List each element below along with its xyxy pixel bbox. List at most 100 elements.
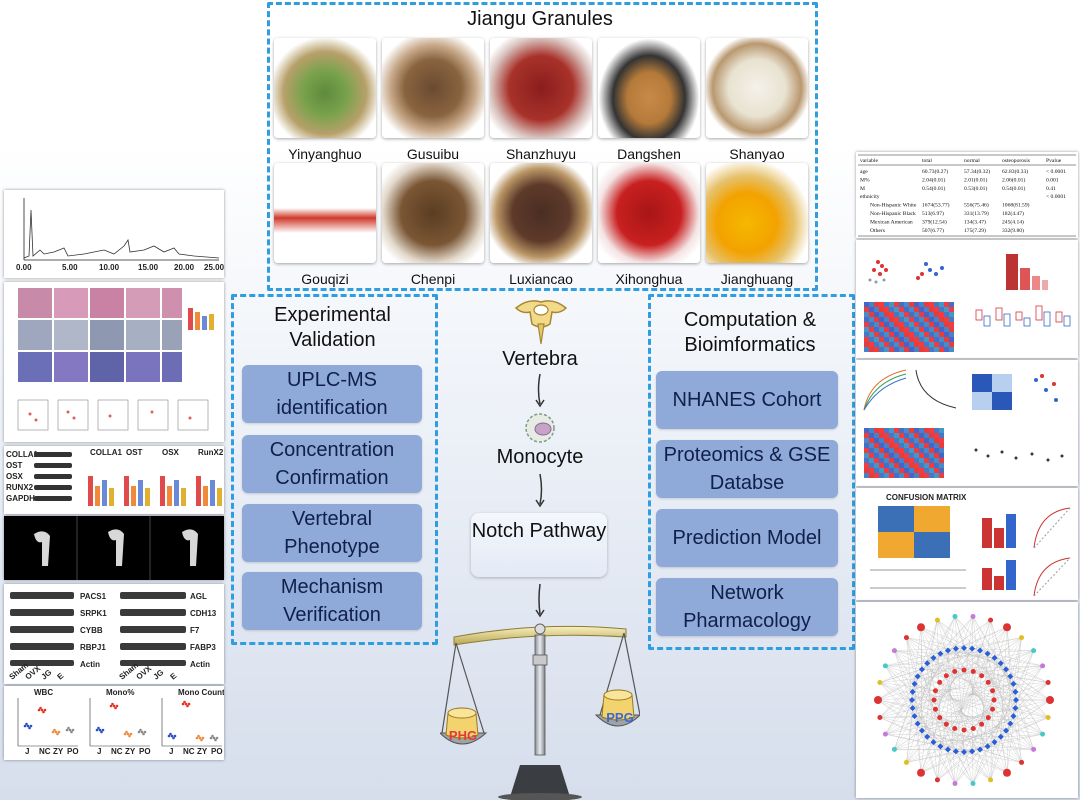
herb-image-xihonghua <box>598 163 700 263</box>
blood-point <box>142 732 145 736</box>
blood-point <box>128 734 131 738</box>
herb-label-chenpi: Chenpi <box>410 271 456 287</box>
table-cell: 513(6.97) <box>922 210 944 217</box>
network-node <box>970 668 976 674</box>
blood-point <box>70 730 73 734</box>
blood-point <box>57 730 61 734</box>
proteomics-panel <box>856 240 1078 358</box>
network-node <box>984 743 991 750</box>
wb2-label-right: AGL <box>190 592 207 601</box>
network-node <box>1045 680 1051 686</box>
blood-point <box>42 710 45 714</box>
network-node <box>891 648 897 654</box>
network-node <box>970 781 976 787</box>
monocyte-icon <box>525 413 555 443</box>
blood-point <box>169 732 172 736</box>
blood-point <box>167 734 171 738</box>
table-cell: 0.53(0.01) <box>964 185 987 192</box>
network-node <box>1045 714 1051 720</box>
network-node <box>990 688 996 694</box>
wb1-label: GAPDH <box>6 494 35 503</box>
table-cell: 332(9.80) <box>1002 227 1024 234</box>
blood-point <box>40 708 44 712</box>
table-header-cell: osteoporosis <box>1002 158 1030 164</box>
herb-image-chenpi <box>382 163 484 263</box>
network-node <box>943 673 949 679</box>
herb-label-shanzhuyu: Shanzhuyu <box>505 146 577 162</box>
blood-point <box>23 724 27 728</box>
wb2-label-left: PACS1 <box>80 592 107 601</box>
table-cell: 507(6.77) <box>922 227 944 234</box>
wb1-bar <box>196 476 201 506</box>
network-node <box>952 613 958 619</box>
table-header-cell: normal <box>964 158 980 164</box>
mechanism-pill: Mechanism Verification <box>242 572 422 630</box>
table-cell: 2.01(0.01) <box>964 176 987 183</box>
herbs-title: Jiangu Granules <box>467 8 613 30</box>
network-node <box>1013 697 1019 703</box>
network-node <box>991 739 998 746</box>
notch-pathway-label: Notch Pathway <box>471 520 607 542</box>
network-node <box>997 660 1004 667</box>
wb1-chart-title: COLLA1 <box>90 448 123 457</box>
network-node <box>969 748 976 755</box>
herb-label-dangshen: Dangshen <box>617 146 681 162</box>
blood-point <box>109 704 113 708</box>
svg-text:5.00: 5.00 <box>62 263 78 272</box>
herb-label-shanyao: Shanyao <box>729 146 785 162</box>
wb1-bar <box>138 480 143 506</box>
table-cell: 182(4.47) <box>1002 210 1024 217</box>
arrow-down-icon <box>535 373 545 408</box>
blood-point <box>172 736 175 740</box>
network-node <box>1010 680 1017 687</box>
network-node <box>931 697 937 703</box>
wb2-label-right: CDH13 <box>190 609 217 618</box>
wb2-label-left: CYBB <box>80 626 103 635</box>
network-node <box>977 647 984 654</box>
wb2-xlabel: JG <box>152 668 166 682</box>
blood-point <box>29 724 33 728</box>
blood-point <box>65 728 69 732</box>
wb1-label: OSX <box>6 472 24 481</box>
network-node <box>991 654 998 661</box>
blood-xlabel: PO <box>139 747 151 756</box>
table-cell: 175(7.29) <box>964 227 986 234</box>
wb1-bar <box>210 480 215 506</box>
network-node <box>911 713 918 720</box>
uplc-ms-pill: UPLC-MS identification <box>242 365 422 423</box>
network-node <box>909 697 915 703</box>
herb-label-yinyanghuo: Yinyanghuo <box>288 146 362 162</box>
table-cell: 134(3.47) <box>964 218 986 225</box>
table-cell: < 0.0001 <box>1046 169 1066 175</box>
network-node <box>952 726 958 732</box>
blood-xlabel: ZY <box>125 747 136 756</box>
network-node <box>909 705 916 712</box>
histology-panel <box>4 282 224 442</box>
blood-point <box>201 736 205 740</box>
blood-point <box>139 728 142 732</box>
blood-point <box>209 736 213 740</box>
herb-image-jianghuang <box>706 163 808 263</box>
network-node <box>882 663 888 669</box>
wb1-bar <box>160 476 165 506</box>
blood-point <box>37 708 41 712</box>
blood-point <box>126 732 130 736</box>
vertebra-icon <box>514 300 568 345</box>
network-node <box>970 726 976 732</box>
wb1-label: RUNX2 <box>6 483 34 492</box>
table-cell: < 0.0001 <box>1046 194 1066 200</box>
network-node <box>924 660 931 667</box>
network-node <box>943 721 949 727</box>
ppg-weight-label: PPG <box>606 710 634 725</box>
network-node <box>952 748 959 755</box>
network-node <box>917 623 925 632</box>
table-cell: Mexican American <box>870 219 913 225</box>
network-node <box>924 733 931 740</box>
herb-image-gusuibu <box>382 38 484 138</box>
network-node <box>877 680 883 686</box>
blood-point <box>97 726 100 730</box>
network-node <box>988 777 994 783</box>
table-cell: 60.73(0.27) <box>922 168 948 175</box>
blood-point <box>186 704 189 708</box>
